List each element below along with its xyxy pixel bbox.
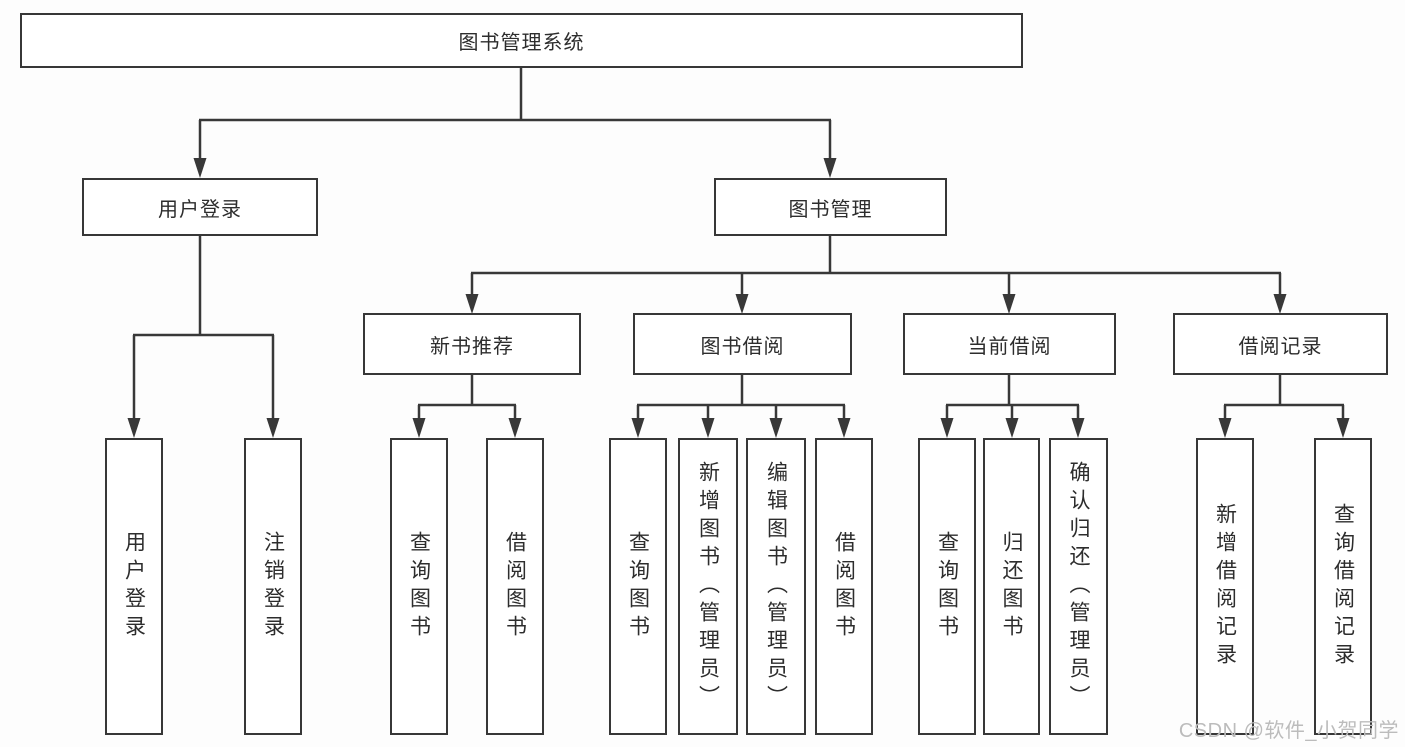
leaf-borrow-query-books: 查询图书 bbox=[609, 438, 667, 735]
leaf-borrow-edit-books-admin: 编辑图书（管理员） bbox=[746, 438, 806, 735]
leaf-user-login: 用户登录 bbox=[105, 438, 163, 735]
leaf-borrow-borrow-books: 借阅图书 bbox=[815, 438, 873, 735]
node-label: 查询图书 bbox=[407, 530, 431, 643]
node-label: 查询图书 bbox=[626, 530, 650, 643]
csdn-watermark: CSDN @软件_小贺同学 bbox=[1178, 720, 1399, 742]
leaf-newbook-query-books: 查询图书 bbox=[390, 438, 448, 735]
node-library-management-system: 图书管理系统 bbox=[20, 13, 1023, 68]
node-label: 用户登录 bbox=[122, 530, 146, 643]
leaf-records-query-record: 查询借阅记录 bbox=[1314, 438, 1372, 735]
leaf-newbook-borrow-books: 借阅图书 bbox=[486, 438, 544, 735]
node-label: 借阅记录 bbox=[1238, 335, 1323, 358]
node-label: 查询借阅记录 bbox=[1331, 502, 1355, 671]
node-user-login-module: 用户登录 bbox=[82, 178, 318, 236]
node-label: 图书管理 bbox=[788, 198, 873, 221]
node-label: 图书借阅 bbox=[700, 335, 785, 358]
node-label: 借阅图书 bbox=[832, 530, 856, 643]
node-label: 新书推荐 bbox=[430, 335, 514, 358]
node-book-borrowing: 图书借阅 bbox=[633, 313, 852, 375]
node-label: 图书管理系统 bbox=[458, 32, 585, 54]
arrowheads bbox=[127, 158, 1350, 438]
node-borrowing-records: 借阅记录 bbox=[1173, 313, 1388, 375]
node-label: 查询图书 bbox=[935, 530, 959, 643]
leaf-current-query-books: 查询图书 bbox=[918, 438, 976, 735]
node-label: 用户登录 bbox=[158, 198, 242, 221]
node-label: 借阅图书 bbox=[503, 530, 527, 643]
leaf-current-return-books: 归还图书 bbox=[983, 438, 1040, 735]
node-new-book-recommendation: 新书推荐 bbox=[363, 313, 581, 375]
node-current-borrowing: 当前借阅 bbox=[903, 313, 1116, 375]
leaf-borrow-add-books-admin: 新增图书（管理员） bbox=[678, 438, 738, 735]
node-book-management-module: 图书管理 bbox=[714, 178, 947, 236]
node-label: 注销登录 bbox=[261, 530, 285, 643]
leaf-records-add-record: 新增借阅记录 bbox=[1196, 438, 1254, 735]
node-label: 新增借阅记录 bbox=[1213, 502, 1237, 671]
node-label: 确认归还（管理员） bbox=[1067, 460, 1090, 713]
node-label: 新增图书（管理员） bbox=[696, 460, 720, 713]
node-label: 当前借阅 bbox=[967, 335, 1052, 358]
leaf-current-confirm-return-admin: 确认归还（管理员） bbox=[1049, 438, 1108, 735]
leaf-logout: 注销登录 bbox=[244, 438, 302, 735]
node-label: 归还图书 bbox=[1000, 530, 1023, 643]
node-label: 编辑图书（管理员） bbox=[764, 460, 788, 713]
